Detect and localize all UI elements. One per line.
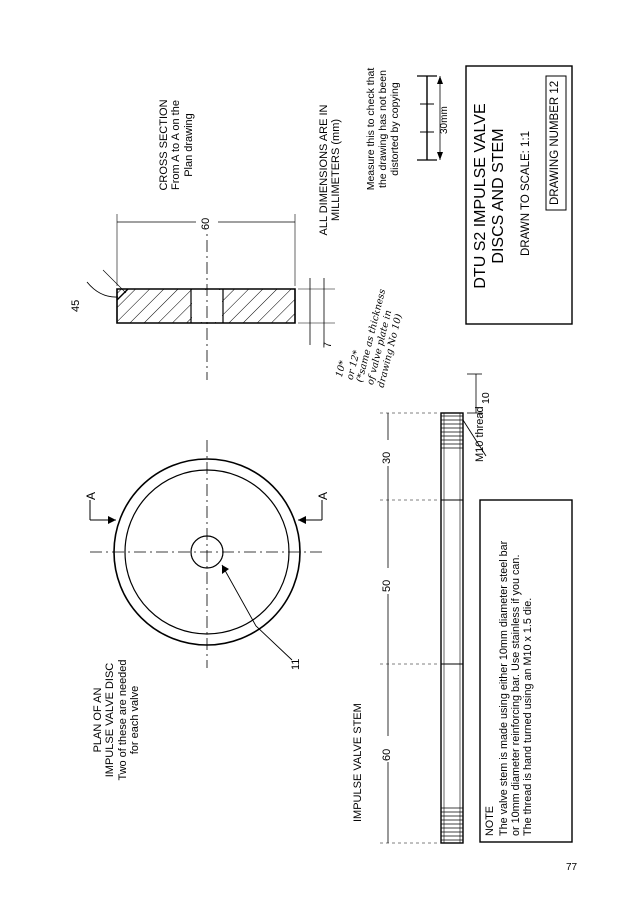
hole-diameter-label: 11 — [290, 658, 302, 670]
section-mark-left: A — [84, 491, 98, 500]
section-width-label: 60 — [200, 217, 212, 230]
stem-dim-right: 30 — [381, 451, 393, 464]
section-chamfer — [116, 288, 129, 301]
stem-view — [378, 373, 487, 844]
scale-bar — [417, 75, 443, 161]
chamfer-angle-label: 45 — [70, 299, 82, 312]
drawing-number-box — [545, 75, 567, 211]
cross-section-title: CROSS SECTION From A to A on the Plan dr… — [158, 99, 195, 191]
drawing-number: DRAWING NUMBER 12 — [549, 80, 561, 205]
page-number: 77 — [566, 862, 578, 873]
title-block-frame — [465, 65, 573, 325]
plan-view — [89, 440, 323, 668]
stem-thread-bottom — [441, 807, 463, 841]
hole-leader — [221, 564, 293, 661]
stem-thread-top — [441, 415, 463, 449]
thread-length-label: 10 — [480, 392, 492, 404]
stem-dim-left: 60 — [381, 748, 393, 761]
dimensions-note: ALL DIMENSIONS ARE IN MILLIMETERS (mm) — [318, 104, 343, 236]
note-heading: NOTE — [484, 806, 496, 836]
thickness-label: 7 — [322, 341, 334, 348]
section-mark-right: A — [316, 491, 330, 500]
stem-label: IMPULSE VALVE STEM — [352, 703, 364, 822]
chamfer-angle-arc — [86, 281, 119, 298]
thread-label: M10 thread — [474, 406, 486, 462]
scale-check-note: Measure this to check that the drawing h… — [365, 67, 401, 191]
cross-section-view — [86, 210, 335, 380]
plan-title: PLAN OF AN IMPULSE VALVE DISC Two of the… — [92, 659, 141, 781]
stem-bar — [440, 412, 464, 844]
scale-label: DRAWN TO SCALE: 1:1 — [520, 130, 532, 256]
note-frame — [479, 499, 573, 843]
scale-bar-label: 30mm — [439, 106, 450, 134]
stem-dim-mid: 50 — [381, 579, 393, 592]
title-block-heading: DTU S2 IMPULSE VALVE DISCS AND STEM — [472, 103, 507, 289]
thread-leader — [462, 419, 487, 457]
note-box: NOTE The valve stem is made using either… — [484, 506, 534, 836]
